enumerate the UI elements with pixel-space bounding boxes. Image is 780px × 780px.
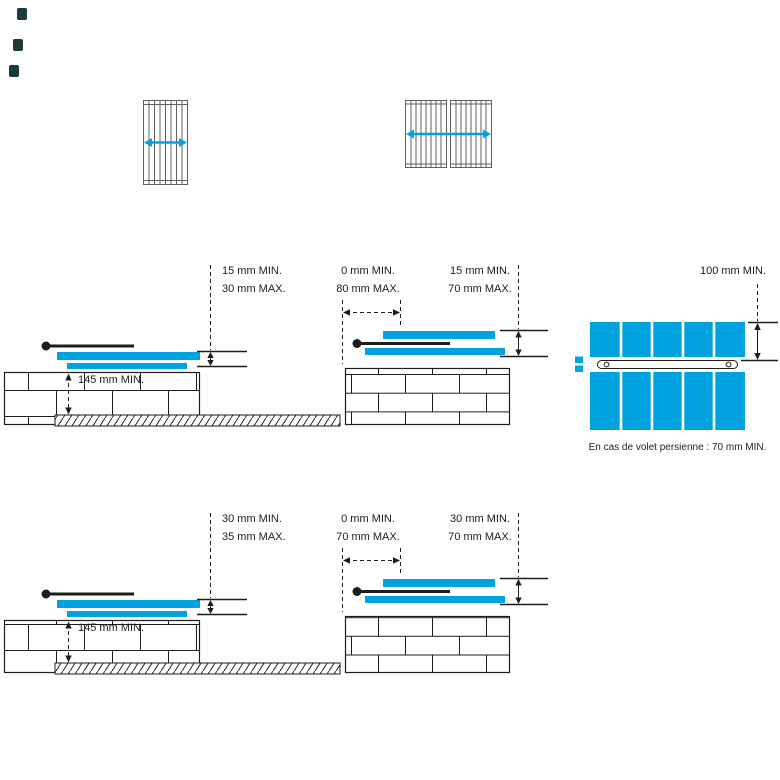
shutter-panel [57,352,200,360]
page-edge-artifacts [9,8,27,77]
wall-hinge-icon [575,356,583,372]
offset-max-value: 80 mm MAX. [336,283,400,295]
front-dim-value: 100 mm MIN. [699,265,766,277]
hinge-pivot [352,339,362,348]
gap-dim-label-top-right: 15 mm MIN. 70 mm MAX. [442,262,518,298]
hinge-pivot [352,587,362,596]
height-dim-label-top-left: 145 mm MIN. [78,371,144,389]
offset-min-value: 0 mm MIN. [341,513,395,525]
single-shutter-width-arrow [144,138,187,147]
gap-max-value: 35 mm MAX. [222,531,286,543]
gap-dim-label-bottom-right: 30 mm MIN. 70 mm MAX. [442,510,518,546]
hinge-bar-hole-right [725,361,732,368]
double-leaf-shutter-icon [405,100,492,168]
gap-dim-label-bottom-left: 30 mm MIN. 35 mm MAX. [222,510,286,546]
shutter-panel [67,611,187,617]
shutter-panel [383,579,495,587]
shutter-panel [365,596,505,603]
gap-min-value: 30 mm MIN. [450,513,510,525]
section-top-right-profile [342,265,548,426]
single-leaf-shutter-icon [143,100,188,185]
double-shutter-width-arrow [406,129,491,139]
shutter-panel [383,331,495,339]
section-top-left-profile [3,265,341,427]
hinge-pivot [41,589,51,599]
offset-max-value: 70 mm MAX. [336,531,400,543]
brick-wall [344,367,511,426]
offset-dim-label-top-right: 0 mm MIN. 80 mm MAX. [330,262,406,298]
persienne-caption: En cas de volet persienne : 70 mm MIN. [585,441,770,454]
brick-wall [344,615,511,674]
section-bottom-left-profile [3,513,341,675]
section-bottom-right-profile [342,513,548,674]
front-view-dim-label: 100 mm MIN. [690,262,766,280]
gap-max-value: 70 mm MAX. [448,283,512,295]
gap-min-value: 30 mm MIN. [222,513,282,525]
offset-dim-label-bottom-right: 0 mm MIN. 70 mm MAX. [330,510,406,546]
sill-hatch [54,414,341,427]
hinge-pivot [41,341,51,351]
gap-max-value: 30 mm MAX. [222,283,286,295]
hinge-bar [597,360,738,369]
shutter-panel [365,348,505,355]
shutter-front-view [575,284,778,430]
height-value: 145 mm MIN. [78,374,145,386]
shutter-panel [67,363,187,369]
gap-min-value: 15 mm MIN. [450,265,510,277]
gap-dim-label-top-left: 15 mm MIN. 30 mm MAX. [222,262,286,298]
shutter-panel [57,600,200,608]
gap-max-value: 70 mm MAX. [448,531,512,543]
gap-min-value: 15 mm MIN. [222,265,282,277]
caption-text: En cas de volet persienne : 70 mm MIN. [588,442,767,453]
height-value: 145 mm MIN. [78,622,145,634]
sill-hatch [54,662,341,675]
hinge-bar-hole-left [603,361,610,368]
height-dim-label-bottom-left: 145 mm MIN. [78,619,144,637]
shutter-leaf [590,322,745,430]
offset-min-value: 0 mm MIN. [341,265,395,277]
